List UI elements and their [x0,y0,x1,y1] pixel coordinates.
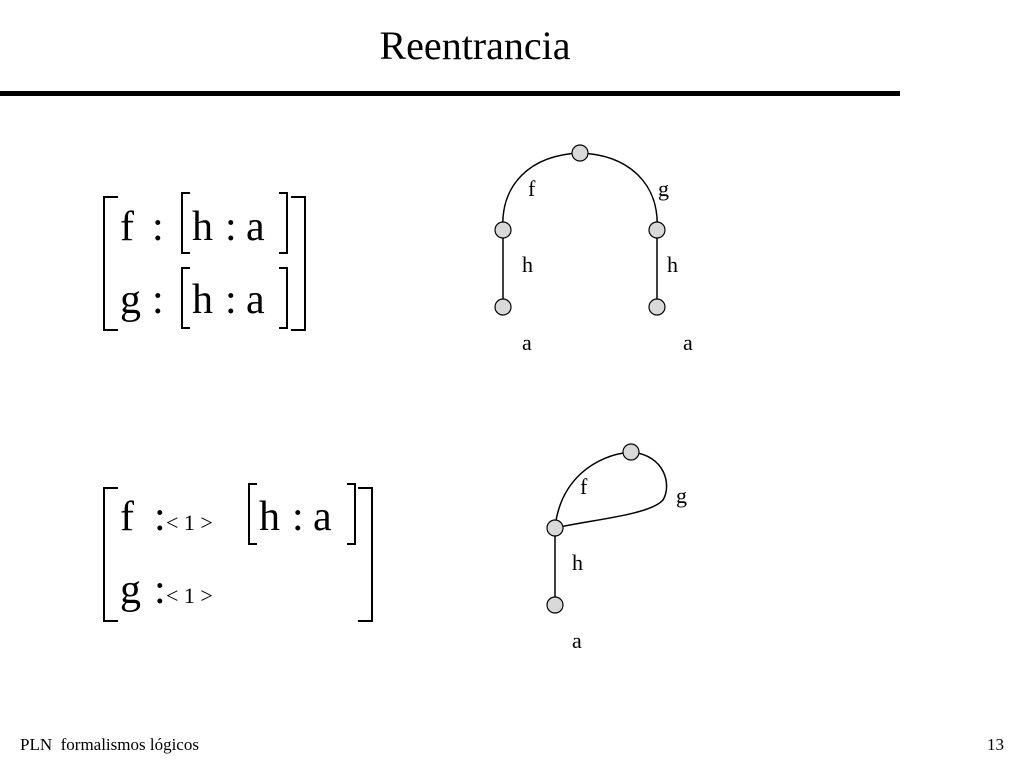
graph-2-label-g: g [676,483,687,508]
matrix-1-row2-colon: : [152,277,164,323]
matrix-1-row1-inner-left-bracket [181,192,190,254]
graph-2-shared-node [546,519,564,537]
matrix-1-row1-inner-value: a [246,204,265,250]
avm-matrix-2 [103,483,373,622]
graph-2-label-h: h [572,550,583,575]
matrix-2-row1-inner-value: a [313,494,332,540]
matrix-1-row2-inner-feature: h [192,277,213,323]
matrix-1-row1-inner-feature: h [192,204,213,250]
footer-page-number: 13 [987,735,1004,754]
matrix-2-row2-feature: g [120,567,141,613]
graph-1-right-leaf-node [648,298,666,316]
graph-1-label-f: f [528,176,536,201]
graph-1-label-leaf-right: a [683,330,693,355]
matrix-2-row2-colon: : [154,567,166,613]
matrix-2-row1-feature: f [120,494,134,540]
graph-2-leaf-node [546,596,564,614]
matrix-2-row1-colon: : [154,494,166,540]
graph-1-edge-f [502,152,581,231]
graph-1-label-g: g [658,176,669,201]
graph-1-left-mid-node [494,221,512,239]
graph-1: f g h h a a [494,144,693,355]
graph-1-right-mid-node [648,221,666,239]
graph-2-label-f: f [580,474,588,499]
matrix-1-text: f : h : a g : h : a [120,204,265,323]
matrix-1-outer-right-bracket [291,196,306,331]
matrix-1-row2-feature: g [120,277,141,323]
slide-title: Reentrancia [379,23,571,68]
matrix-1-row1-inner-right-bracket [279,192,288,254]
graph-1-label-h-right: h [667,252,678,277]
matrix-1-row1-inner-colon: : [225,204,237,250]
footer-course-label: PLN formalismos lógicos [20,735,199,754]
title-divider [0,91,900,96]
matrix-2-row1-tag: < 1 > [166,510,213,535]
graph-1-left-leaf-node [494,298,512,316]
matrix-2-inner-left-bracket [248,483,257,545]
matrix-2-outer-right-bracket [358,487,373,622]
matrix-1-row2-inner-left-bracket [181,267,190,329]
matrix-2-row2-tag: < 1 > [166,583,213,608]
graph-1-label-leaf-left: a [522,330,532,355]
graph-2-root-node [622,443,640,461]
matrix-1-row2-inner-value: a [246,277,265,323]
matrix-2-row1-inner-feature: h [259,494,280,540]
matrix-1-row2-inner-right-bracket [279,267,288,329]
matrix-1-outer-left-bracket [103,196,118,331]
graph-2: f g h a [546,443,687,653]
graph-1-edge-g [579,152,658,231]
avm-matrix-1 [103,192,306,331]
graph-1-label-h-left: h [522,252,533,277]
matrix-2-text: f : < 1 > h : a g : < 1 > [120,494,332,613]
graph-2-edge-g [554,451,668,529]
matrix-2-outer-left-bracket [103,487,118,622]
matrix-2-inner-right-bracket [347,483,356,545]
graph-2-edge-f [554,451,632,529]
matrix-1-row2-inner-colon: : [225,277,237,323]
graph-1-root-node [571,144,589,162]
matrix-1-row1-feature: f [120,204,134,250]
graph-2-label-leaf: a [572,628,582,653]
matrix-2-row1-inner-colon: : [292,494,304,540]
matrix-1-row1-colon: : [152,204,164,250]
